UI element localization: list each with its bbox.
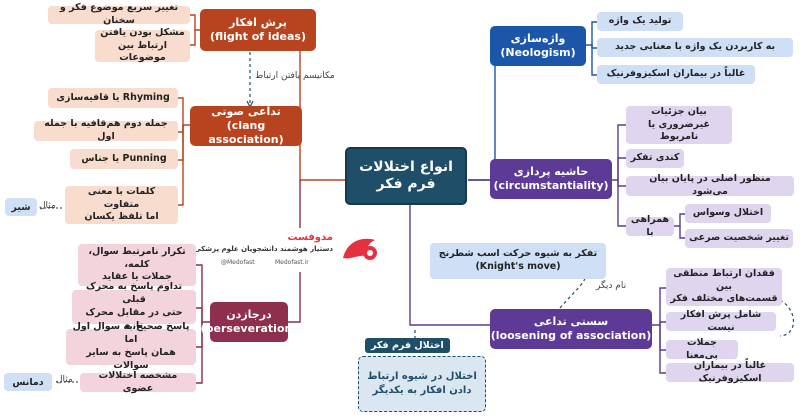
clang-title-en: (clang association) xyxy=(208,119,284,146)
clang-title-fa: تداعی صوتی xyxy=(211,105,281,119)
circ-leaf-main-point: منظور اصلی در پایان بیان می‌شود xyxy=(626,173,794,197)
logo-site-1: @Medofast xyxy=(221,259,255,266)
center-node: انواع اختلالات فرم فکر xyxy=(345,147,467,205)
circ-leaf-slow: کندی تفکر xyxy=(626,149,684,168)
definition-box: اختلال در شیوه ارتباط دادن افکار به یکدی… xyxy=(358,356,486,412)
circ-title-en: (circumstantiality) xyxy=(493,179,609,192)
circ-leaf-epileptic: تغییر شخصیت صرعی xyxy=(685,229,793,248)
flight-leaf-link-difficulty: مشکل بودن یافتن ارتباط بین موضوعات xyxy=(95,27,190,63)
center-title-line1: انواع اختلالات xyxy=(359,158,453,175)
circ-title-fa: حاشیه پردازی xyxy=(513,165,589,179)
persev-leaf-same-answer: پاسخ صحیح به سوال اول اما همان پاسخ به س… xyxy=(66,321,196,371)
clang-example-value: شیر xyxy=(5,198,37,216)
loose-leaf-not-flight: شامل پرش افکار نیست xyxy=(666,309,776,333)
persev-leaf-organic: مشخصه اختلالات عضوی xyxy=(80,370,196,394)
neolog-leaf-produce: تولید یک واژه xyxy=(597,12,683,31)
clang-association-node: تداعی صوتی (clang association) xyxy=(190,105,302,146)
clang-leaf-homophones: کلمات با معنی متفاوت اما تلفظ یکسان xyxy=(65,186,178,224)
persev-example-value: دمانس xyxy=(4,373,52,391)
circ-leaf-associated-with: همراهی با xyxy=(626,214,674,238)
clang-leaf-rhyming: Rhyming یا قافیه‌سازی xyxy=(48,88,178,108)
neolog-leaf-schizophrenia: غالباً در بیماران اسکیزوفرنیک xyxy=(597,65,755,84)
perseveration-node: درجازدن (perseveration) xyxy=(201,302,297,342)
persev-title-fa: درجازدن xyxy=(226,308,272,322)
link-mechanism-label: مکانیسم یافتن ارتباط xyxy=(255,71,335,81)
neolog-title-en: (Neologism) xyxy=(500,46,576,59)
flight-title-en: (flight of ideas) xyxy=(209,30,307,43)
other-name-label: نام دیگر xyxy=(596,281,627,291)
circ-leaf-details: بیان جزئیات غیرضروری یا نامربوط xyxy=(626,106,732,144)
flight-of-ideas-node: پرش افکار (flight of ideas) xyxy=(200,9,316,51)
logo-site-2: Medofast.ir xyxy=(275,259,309,266)
medofast-logo: مدوفست دستیار هوشمند دانشجویان علوم پزشک… xyxy=(194,228,385,272)
loose-title-en: (loosening of association) xyxy=(490,329,652,342)
circ-leaf-ocd: اختلال وسواس xyxy=(685,204,771,223)
definition-tag: اختلال فرم فکر xyxy=(365,338,450,353)
neolog-leaf-new-meaning: به کاربردن یک واژه با معنایی جدید xyxy=(597,38,793,57)
knights-move-box: تفکر به شیوه حرکت اسب شطرنج (Knight's mo… xyxy=(430,243,606,279)
persev-leaf-repetition: تکرار نامرتبط سوال، کلمه، جملات یا عقاید xyxy=(78,244,196,286)
clang-leaf-punning: Punning یا جناس xyxy=(70,149,178,169)
circumstantiality-node: حاشیه پردازی (circumstantiality) xyxy=(490,159,612,199)
persev-title-en: (perseveration) xyxy=(200,322,298,335)
flight-title-fa: پرش افکار xyxy=(229,16,287,30)
neolog-title-fa: واژه‌سازی xyxy=(510,32,566,46)
loose-leaf-no-logic: فقدان ارتباط منطقی بین قسمت‌های مختلف فک… xyxy=(666,268,782,306)
logo-name: مدوفست xyxy=(287,232,334,243)
persev-leaf-prior-stimulus: تداوم پاسخ به محرک قبلی حتی در مقابل محر… xyxy=(72,281,196,331)
medofast-logo-mark xyxy=(343,238,377,260)
logo-tagline: دستیار هوشمند دانشجویان علوم پزشکی xyxy=(194,245,333,253)
loose-title-fa: سستی تداعی xyxy=(533,315,609,329)
persev-example-label: مثال xyxy=(56,375,73,385)
center-title-line2: فرم فکر xyxy=(376,176,436,192)
neologism-node: واژه‌سازی (Neologism) xyxy=(490,26,586,66)
loosening-node: سستی تداعی (loosening of association) xyxy=(490,309,652,349)
loose-leaf-schizophrenia: غالباً در بیماران اسکیزوفرنیک xyxy=(666,360,794,384)
clang-leaf-rhyme-sentence: جمله دوم هم‌قافیه با جمله اول xyxy=(34,118,178,142)
loose-leaf-meaningless: جملات بی‌معنا xyxy=(666,337,738,361)
clang-example-label: مثال xyxy=(39,201,56,211)
flight-leaf-topic-change: تغییر سریع موضوع فکر و سخنان xyxy=(48,2,190,26)
